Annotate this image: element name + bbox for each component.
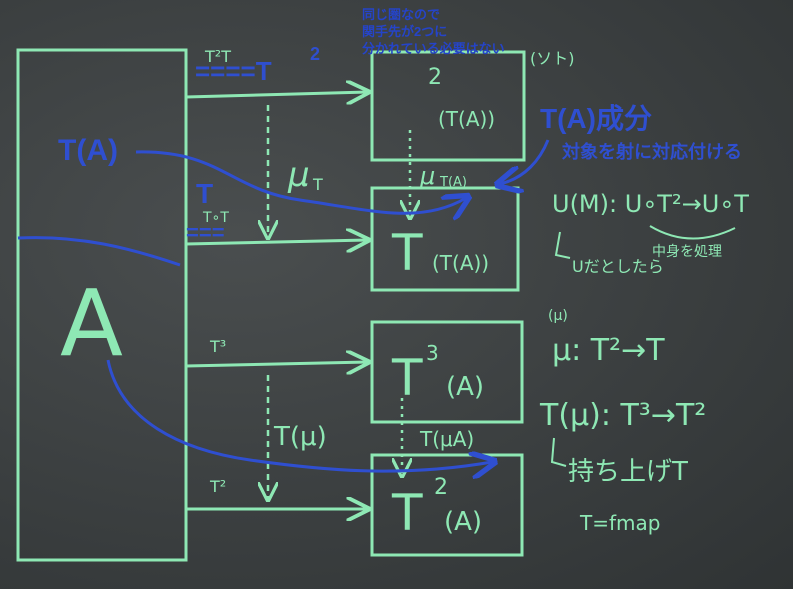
arrow-T bbox=[185, 240, 368, 244]
middle-arc bbox=[649, 225, 736, 240]
pen-T: T bbox=[196, 178, 213, 209]
box2-T: T bbox=[391, 224, 423, 282]
pen-equals: === bbox=[186, 220, 225, 245]
label-T3-small: T³ bbox=[209, 337, 226, 356]
box-T3-A bbox=[370, 320, 524, 424]
pen-component-arrow bbox=[500, 139, 550, 184]
box3-arg: (A) bbox=[446, 372, 484, 402]
box4-T: T bbox=[391, 484, 423, 542]
pen-T2-sup: 2 bbox=[310, 44, 320, 64]
U-pointer bbox=[554, 231, 571, 259]
box1-sup: 2 bbox=[428, 65, 442, 90]
box3-sup: 3 bbox=[426, 341, 439, 365]
label-T2-small: T²T bbox=[204, 47, 231, 66]
pen-TA: T(A) bbox=[58, 134, 118, 167]
soto-label: (ソト) bbox=[530, 49, 575, 68]
mu-formula: μ: T²→T bbox=[552, 333, 665, 368]
mu-paren: (μ) bbox=[548, 308, 568, 324]
middle-processing: 中身を処理 bbox=[652, 244, 722, 260]
box-T2-TA bbox=[370, 50, 526, 162]
T-mu-formula: T(μ): T³→T² bbox=[539, 398, 706, 433]
T-fmap: T=fmap bbox=[579, 511, 660, 535]
box2-arg: (T(A)) bbox=[432, 251, 489, 275]
U-note: Uだとしたら bbox=[572, 257, 664, 276]
top-note: 同じ圏なので 関手先が2つに 分かれている必要はない bbox=[362, 6, 505, 57]
label-T-mu: T(μ) bbox=[273, 422, 327, 452]
box4-arg: (A) bbox=[444, 507, 482, 537]
label-mu-T: μ bbox=[287, 155, 310, 195]
box-T2-A bbox=[370, 453, 524, 557]
label-T2-small-bottom: T² bbox=[209, 477, 226, 496]
arrow-T2 bbox=[185, 92, 368, 97]
mu-TA: μ bbox=[419, 162, 435, 190]
top-note-line1: 同じ圏なので bbox=[362, 7, 441, 22]
pen-component-note: 対象を射に対応付ける bbox=[561, 141, 742, 162]
T-muA: T(μA) bbox=[419, 427, 474, 451]
U-formula: U(M): U∘T²→U∘T bbox=[552, 190, 749, 218]
box3-T: T bbox=[391, 349, 423, 407]
arrow-T3 bbox=[185, 362, 368, 366]
pen-TA-component: T(A)成分 bbox=[540, 103, 652, 134]
pen-TA-curve bbox=[135, 150, 466, 213]
top-note-line3: 分かれている必要はない bbox=[362, 41, 505, 56]
box1-arg: (T(A)) bbox=[438, 107, 495, 131]
box-T-TA bbox=[370, 186, 520, 292]
mu-TA-sub: T(A) bbox=[439, 175, 467, 190]
lift-label: 持ち上げT bbox=[568, 457, 688, 487]
lift-pointer bbox=[550, 437, 567, 467]
pen-T2-base: ====T bbox=[195, 56, 272, 86]
pen-A-curve bbox=[106, 359, 492, 471]
label-TT-small: T∘T bbox=[202, 210, 229, 226]
box-A bbox=[16, 48, 188, 562]
top-note-line2: 関手先が2つに bbox=[362, 24, 448, 39]
box4-sup: 2 bbox=[434, 475, 448, 500]
pen-divider bbox=[17, 236, 181, 267]
label-A: A bbox=[60, 270, 123, 377]
label-mu-T-sub: T bbox=[312, 175, 323, 194]
